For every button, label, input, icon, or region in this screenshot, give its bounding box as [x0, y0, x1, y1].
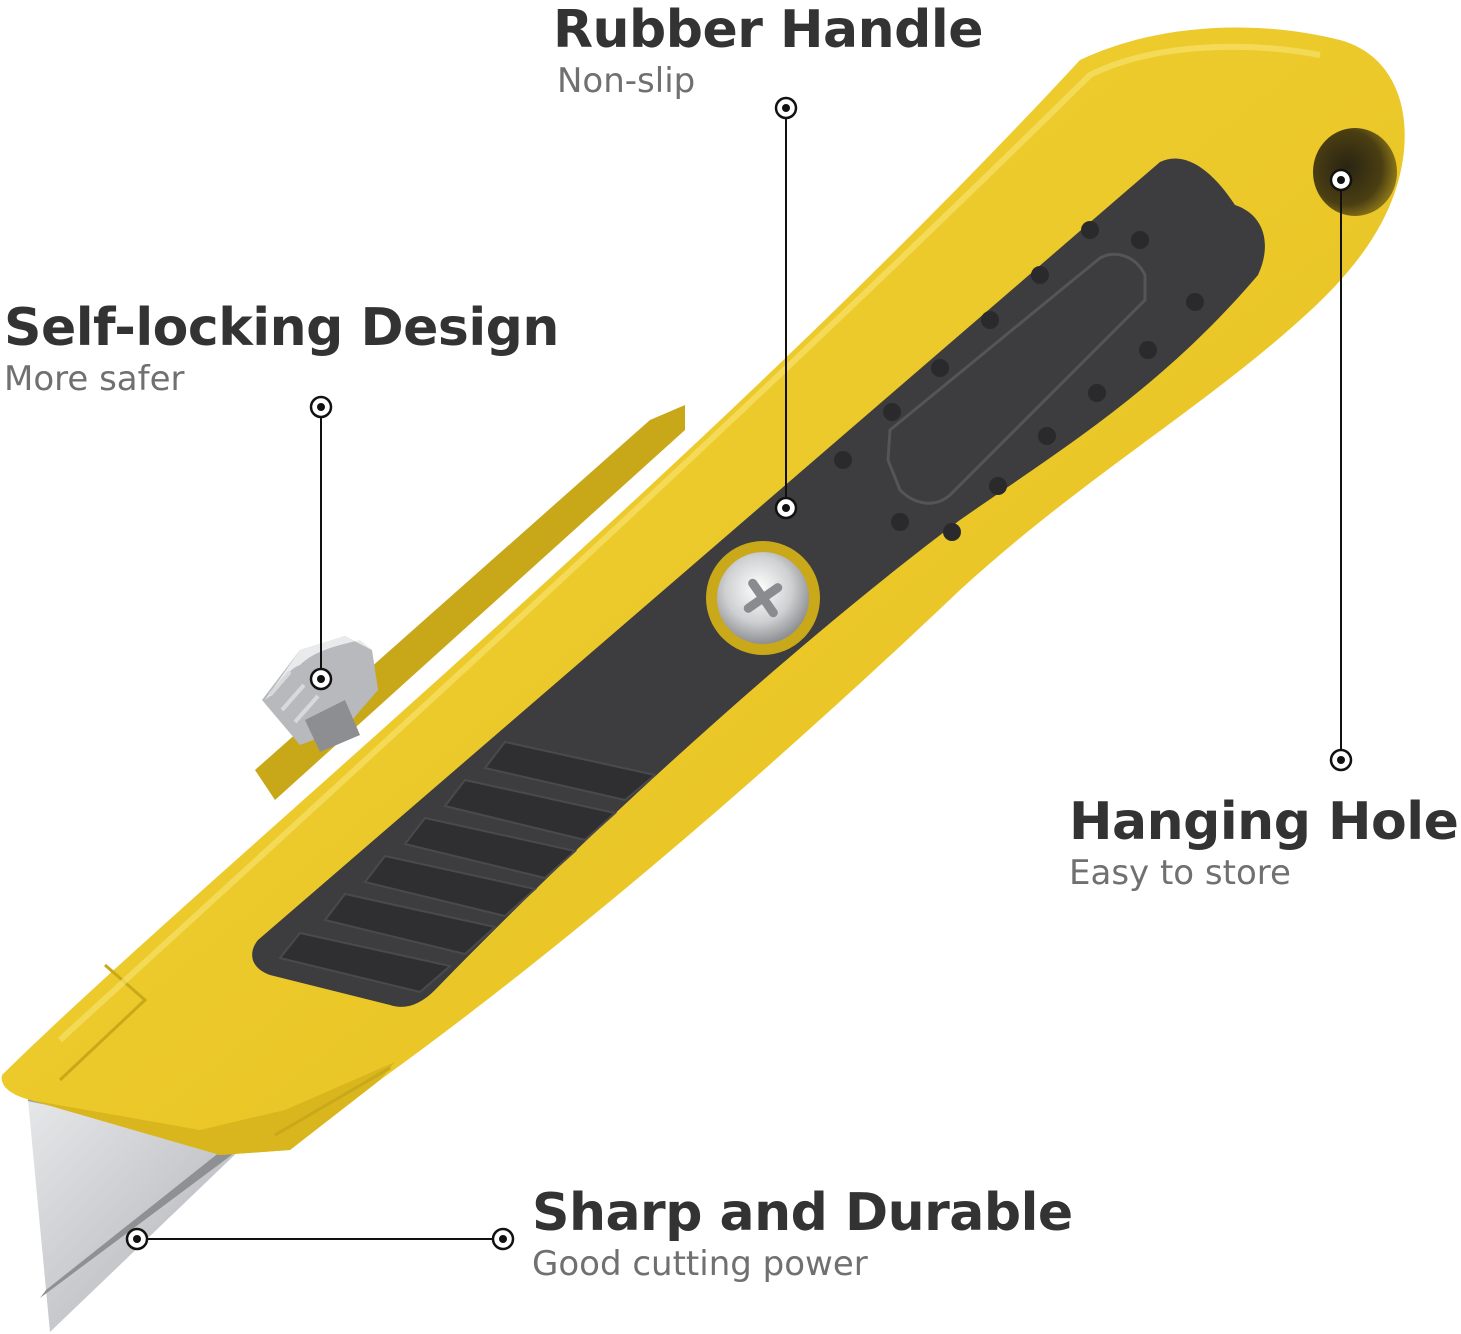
- callout-hanging-holes: Hanging Holes Easy to store: [1069, 792, 1461, 894]
- callout-title: Self-locking Design: [4, 298, 559, 358]
- callout-self-locking: Self-locking Design More safer: [4, 298, 559, 400]
- marker: [774, 496, 798, 520]
- marker: [1329, 748, 1353, 772]
- callout-rubber-handle: Rubber Handle Non-slip: [553, 0, 983, 102]
- marker: [125, 1227, 149, 1251]
- screw: [706, 541, 820, 655]
- marker: [491, 1227, 515, 1251]
- hanging-hole: [1313, 128, 1397, 216]
- callout-title: Hanging Holes: [1069, 792, 1461, 852]
- leader-markers: [125, 96, 1353, 1251]
- marker: [309, 395, 333, 419]
- locking-slider: [262, 636, 378, 752]
- callout-title: Rubber Handle: [553, 0, 983, 60]
- callout-subtitle: Easy to store: [1069, 853, 1291, 893]
- marker: [1329, 168, 1353, 192]
- callout-sharp-durable: Sharp and Durable Good cutting power: [532, 1183, 1073, 1285]
- marker: [309, 667, 333, 691]
- callout-subtitle: Good cutting power: [532, 1244, 868, 1284]
- marker: [774, 96, 798, 120]
- leader-lines: [137, 108, 1342, 1240]
- callout-subtitle: More safer: [4, 359, 185, 399]
- callout-title: Sharp and Durable: [532, 1183, 1073, 1243]
- callout-subtitle: Non-slip: [557, 61, 696, 101]
